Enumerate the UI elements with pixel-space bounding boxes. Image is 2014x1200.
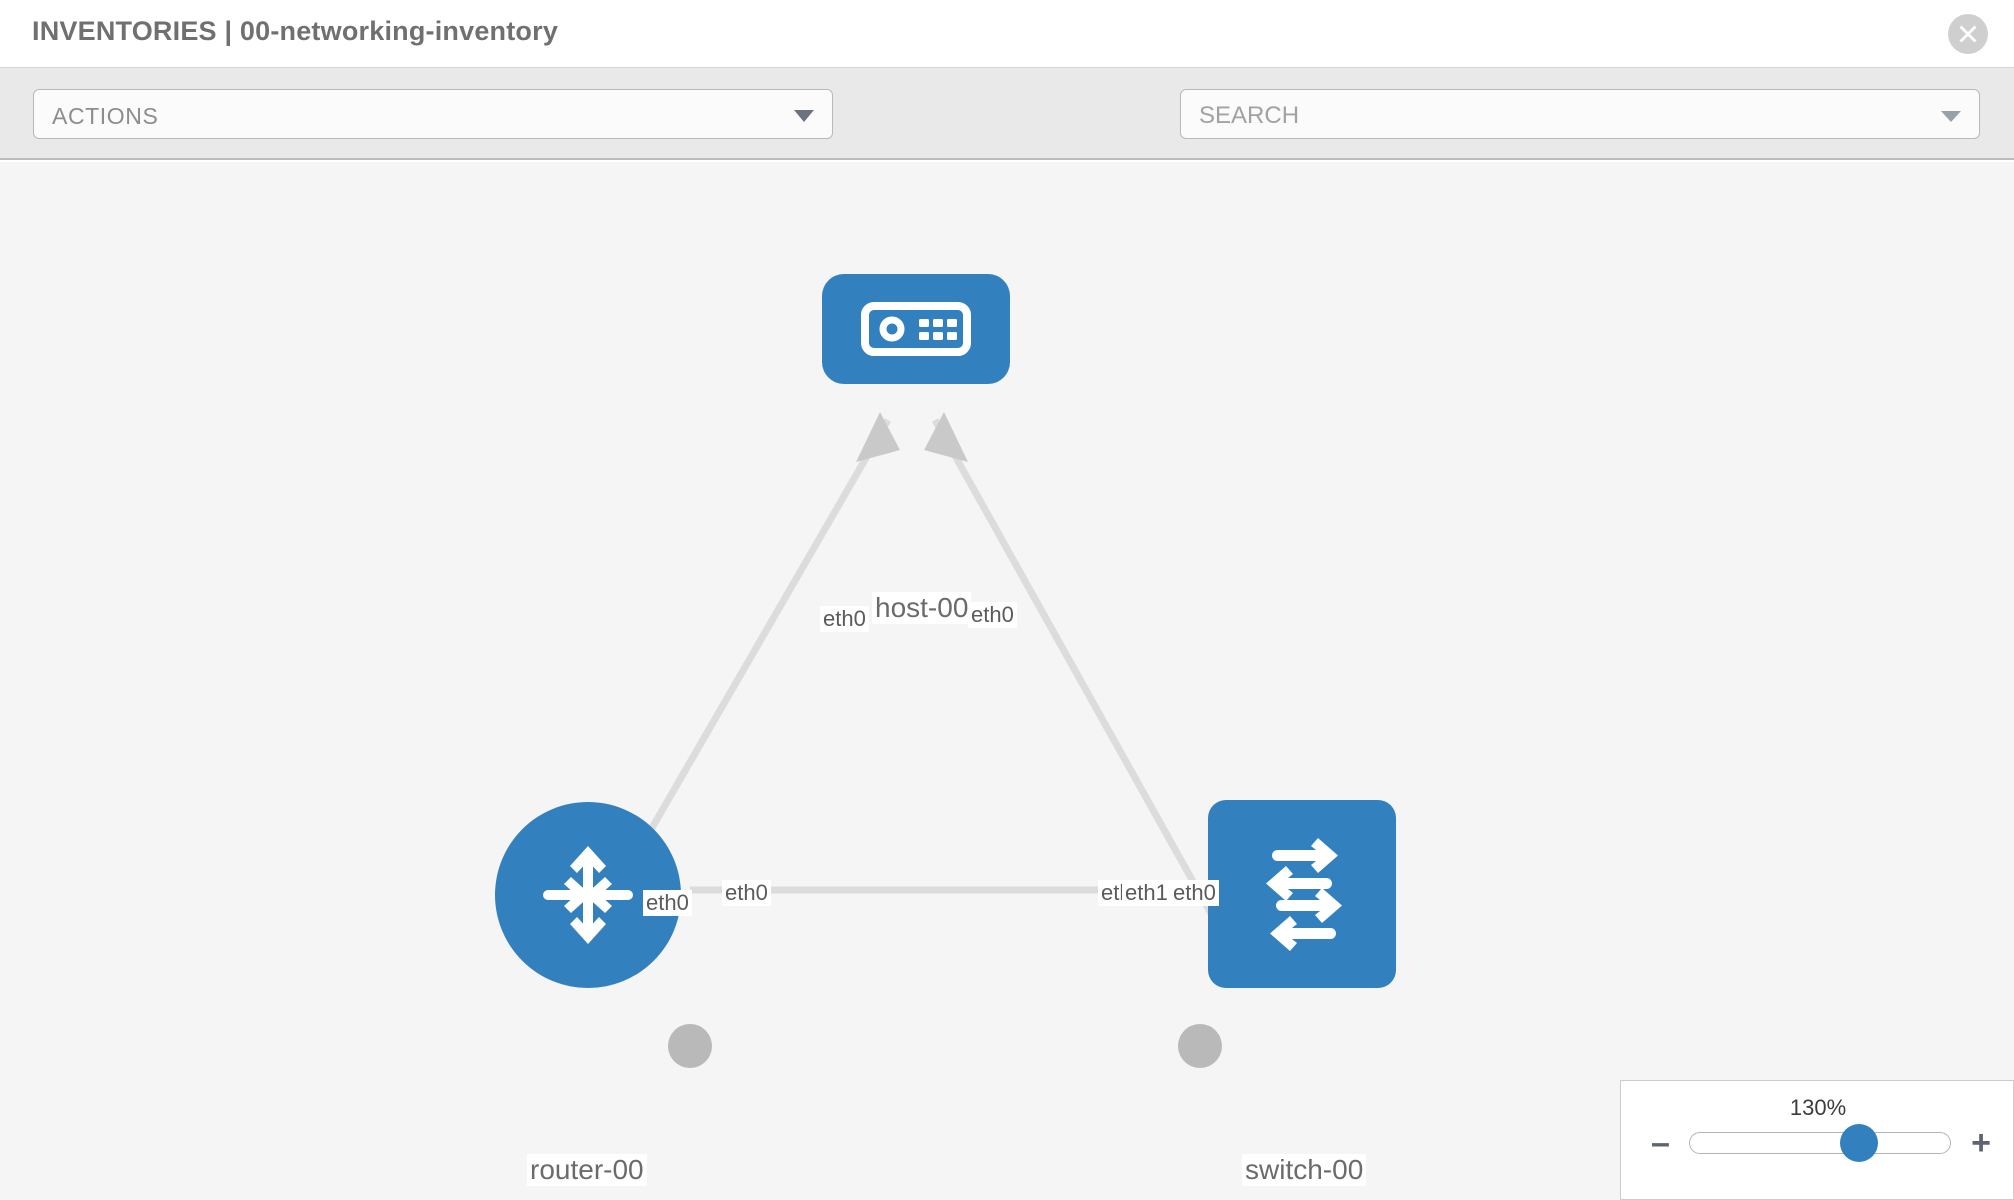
zoom-slider-track[interactable] <box>1689 1132 1951 1154</box>
close-icon[interactable] <box>1948 14 1988 54</box>
switch-icon <box>1266 838 1342 951</box>
title-bar: INVENTORIES | 00-networking-inventory <box>0 0 2014 68</box>
edge-label-switch-upper: eth0 <box>1170 880 1219 906</box>
zoom-slider-thumb[interactable] <box>1840 1124 1879 1162</box>
edge-label-switch-left-eth1: eth1 <box>1122 880 1171 906</box>
search-placeholder: SEARCH <box>1199 102 1300 129</box>
edge-label-router-right: eth0 <box>722 880 771 906</box>
node-label-host-00: host-00 <box>872 592 972 624</box>
zoom-control-panel: 130% – + <box>1620 1080 2014 1200</box>
server-icon <box>861 302 971 356</box>
chevron-down-icon <box>794 110 814 122</box>
zoom-in-button[interactable]: + <box>1971 1124 1991 1162</box>
node-label-switch-00: switch-00 <box>1242 1154 1367 1186</box>
topology-canvas[interactable]: host-00 <box>0 162 2014 1200</box>
edge-label-router-upper: eth0 <box>643 890 692 916</box>
connector-switch-left <box>1178 1024 1222 1068</box>
toolbar: ACTIONS SEARC <box>0 68 2014 206</box>
edge-label-host-right: eth0 <box>968 602 1017 628</box>
edge-label-host-left: eth0 <box>820 606 869 632</box>
actions-dropdown[interactable]: ACTIONS <box>33 89 833 139</box>
connector-router-right <box>668 1024 712 1068</box>
page-title: INVENTORIES | 00-networking-inventory <box>32 16 559 46</box>
search-input[interactable]: SEARCH <box>1180 89 1980 139</box>
host-node-shape[interactable] <box>822 274 1010 384</box>
topology-connectors <box>856 412 968 462</box>
zoom-out-button[interactable]: – <box>1651 1124 1670 1162</box>
router-icon <box>543 846 633 944</box>
actions-dropdown-label: ACTIONS <box>52 103 159 129</box>
router-node-shape[interactable] <box>495 802 681 988</box>
node-label-router-00: router-00 <box>527 1154 647 1186</box>
zoom-level-value: 130% <box>1789 1095 1847 1120</box>
switch-node-shape[interactable] <box>1208 800 1396 988</box>
chevron-down-icon <box>1941 111 1961 122</box>
